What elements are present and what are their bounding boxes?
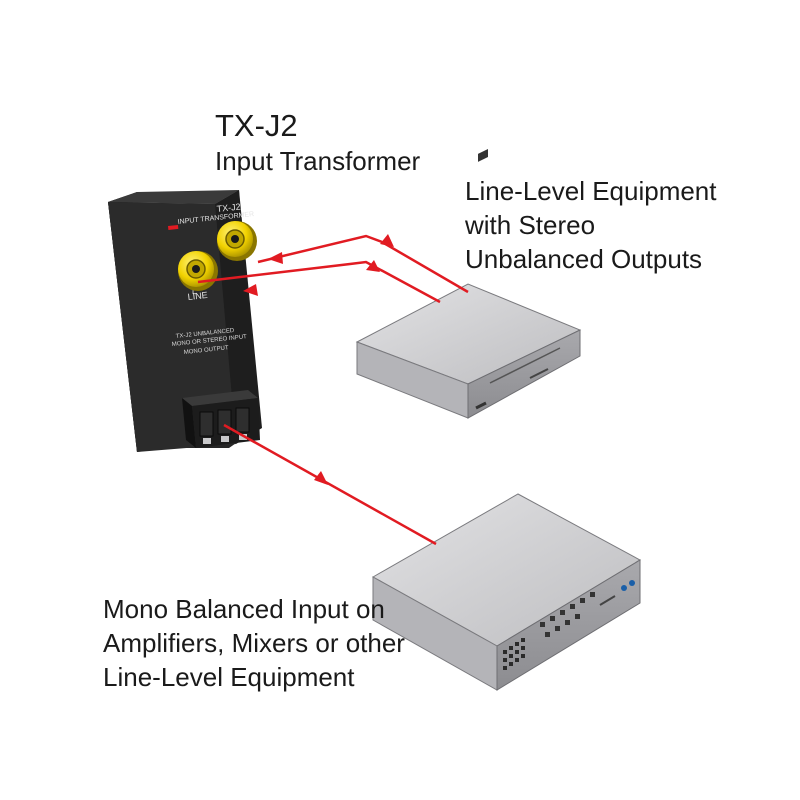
device-face-jack-label-bottom: LINE: [187, 290, 208, 302]
arrow-upper-wire-1: [380, 234, 394, 247]
device-face-model: TX-J2: [216, 202, 241, 214]
wire-terminal-to-destination: [223, 423, 437, 546]
source-label-line-3: Unbalanced Outputs: [465, 244, 703, 274]
destination-knob-1: [621, 585, 627, 591]
destination-label-line-1: Mono Balanced Input on: [103, 594, 385, 624]
arrow-upper-wire-2: [268, 252, 283, 264]
signal-wires: [197, 234, 469, 546]
wire-source-to-left-jack: [197, 260, 441, 304]
destination-equipment: [371, 493, 642, 691]
source-equipment: [355, 148, 582, 419]
device-model-name: TX-J2: [215, 108, 298, 143]
arrow-output-wire: [314, 471, 328, 485]
destination-label: Mono Balanced Input on Amplifiers, Mixer…: [103, 592, 405, 694]
device-subtitle: Input Transformer: [215, 146, 421, 176]
source-display: [478, 148, 488, 162]
device-face-red-mark: [167, 224, 179, 230]
source-label-line-1: Line-Level Equipment: [465, 176, 717, 206]
arrow-lower-wire-2: [243, 284, 258, 296]
source-label: Line-Level Equipment with Stereo Unbalan…: [465, 174, 717, 276]
wire-source-to-right-jack: [257, 234, 469, 294]
device-face-jack-label-top: L: [192, 287, 197, 296]
destination-label-line-2: Amplifiers, Mixers or other: [103, 628, 405, 658]
rca-jack-right: [217, 221, 257, 261]
device-top-face: [108, 190, 239, 204]
rca-jack-left: [178, 251, 218, 291]
device-title-block: TX-J2 Input Transformer: [215, 108, 420, 178]
source-label-line-2: with Stereo: [465, 210, 596, 240]
arrow-lower-wire-1: [366, 260, 380, 272]
tx-j2-device: TX-J2 INPUT TRANSFORMER L LINE TX-J2 UNB…: [108, 190, 262, 452]
destination-knob-2: [629, 580, 635, 586]
destination-label-line-3: Line-Level Equipment: [103, 662, 355, 692]
signal-arrows: [243, 234, 394, 485]
destination-control-row: [540, 592, 595, 637]
destination-button-grid: [503, 638, 525, 670]
device-face-desc-3: MONO OUTPUT: [184, 345, 230, 356]
